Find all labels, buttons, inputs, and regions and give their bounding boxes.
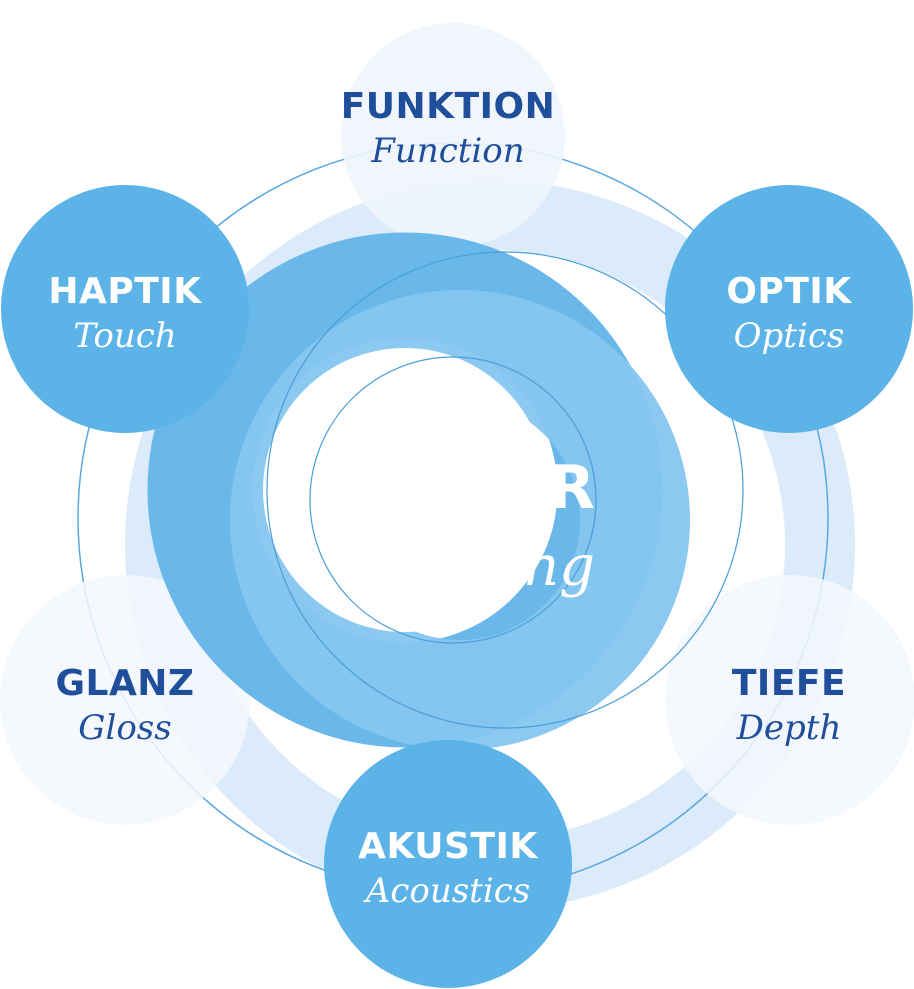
akustik-node: [324, 740, 572, 988]
glanz-halo: [0, 575, 250, 825]
haptik-node: [1, 185, 249, 433]
node-haptik-title: HAPTIK: [48, 271, 202, 312]
node-haptik: HAPTIK Touch: [5, 270, 245, 358]
node-funktion-subtitle: Function: [371, 131, 525, 171]
node-tiefe: TIEFE Depth: [669, 662, 909, 750]
node-glanz-title: GLANZ: [55, 663, 195, 704]
node-optik-subtitle: Optics: [733, 316, 845, 356]
node-funktion: FUNKTION Function: [328, 85, 568, 173]
center-title: R: [549, 453, 595, 523]
node-haptik-subtitle: Touch: [73, 316, 177, 356]
center-disk: [263, 348, 547, 632]
node-akustik: AKUSTIK Acoustics: [328, 825, 568, 913]
node-akustik-subtitle: Acoustics: [365, 871, 531, 911]
optik-node: [665, 185, 913, 433]
node-glanz: GLANZ Gloss: [5, 662, 245, 750]
funktion-halo: [341, 23, 565, 247]
node-optik-title: OPTIK: [726, 271, 852, 312]
node-akustik-title: AKUSTIK: [358, 826, 538, 867]
center-subtitle: ng: [523, 534, 595, 599]
node-funktion-title: FUNKTION: [340, 86, 556, 127]
node-tiefe-title: TIEFE: [731, 663, 847, 704]
tiefe-halo: [665, 575, 914, 825]
node-optik: OPTIK Optics: [669, 270, 909, 358]
node-tiefe-subtitle: Depth: [736, 708, 842, 748]
inner-thin-ring-large: [266, 251, 744, 729]
inner-thin-ring-small: [309, 356, 597, 644]
node-glanz-subtitle: Gloss: [78, 708, 172, 748]
